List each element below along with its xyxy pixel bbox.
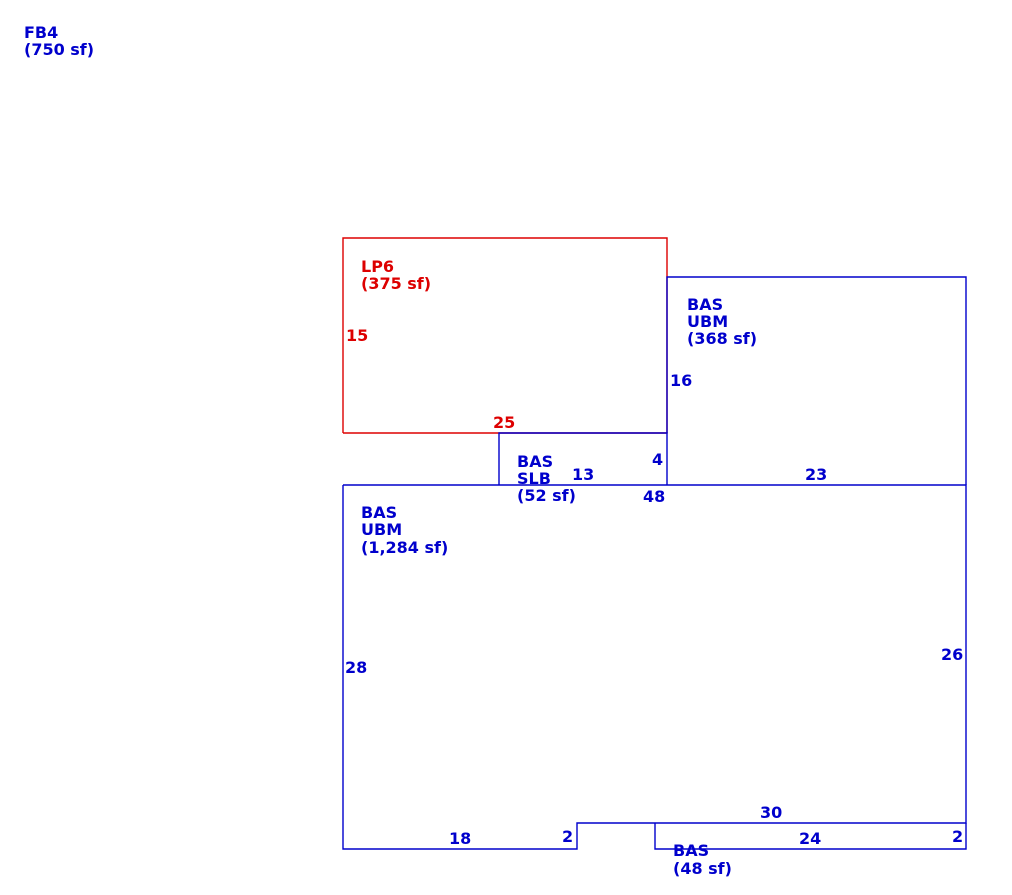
dim-main-left: 28 bbox=[345, 658, 367, 677]
dim-lp6-left: 15 bbox=[346, 326, 368, 345]
dim-upper-left: 16 bbox=[670, 371, 692, 390]
bas-slb-type: SLB bbox=[517, 469, 551, 488]
bas-main-area: (1,284 sf) bbox=[361, 538, 448, 557]
dim-lp6-bottom: 25 bbox=[493, 413, 515, 432]
dim-main-bottom-left: 18 bbox=[449, 829, 471, 848]
legend-code: FB4 bbox=[24, 23, 58, 42]
bas-upper-type: UBM bbox=[687, 312, 728, 331]
bas-small-outline bbox=[654, 823, 967, 850]
legend-area: (750 sf) bbox=[24, 40, 94, 59]
bas-main-type: UBM bbox=[361, 520, 402, 539]
dim-main-bottom-right: 30 bbox=[760, 803, 782, 822]
bas-slb-area: (52 sf) bbox=[517, 486, 576, 505]
bas-main-outline bbox=[342, 484, 967, 850]
bas-slb-code: BAS bbox=[517, 452, 553, 471]
bas-upper-outline bbox=[666, 276, 967, 485]
dim-slb-bottom: 13 bbox=[572, 465, 594, 484]
dim-small-right: 2 bbox=[952, 827, 963, 846]
dim-upper-bottom: 23 bbox=[805, 465, 827, 484]
bas-upper-code: BAS bbox=[687, 295, 723, 314]
dim-main-right: 26 bbox=[941, 645, 963, 664]
dim-small-bottom: 24 bbox=[799, 829, 821, 848]
bas-main-code: BAS bbox=[361, 503, 397, 522]
dim-slb-right: 4 bbox=[652, 450, 663, 469]
dim-main-top: 48 bbox=[643, 487, 665, 506]
bas-upper-area: (368 sf) bbox=[687, 329, 757, 348]
lp6-area: (375 sf) bbox=[361, 274, 431, 293]
dim-main-notch-left: 2 bbox=[562, 827, 573, 846]
bas-small-code: BAS bbox=[673, 841, 709, 860]
lp6-code: LP6 bbox=[361, 257, 394, 276]
bas-slb-outline bbox=[498, 432, 668, 485]
bas-small-area: (48 sf) bbox=[673, 859, 732, 878]
